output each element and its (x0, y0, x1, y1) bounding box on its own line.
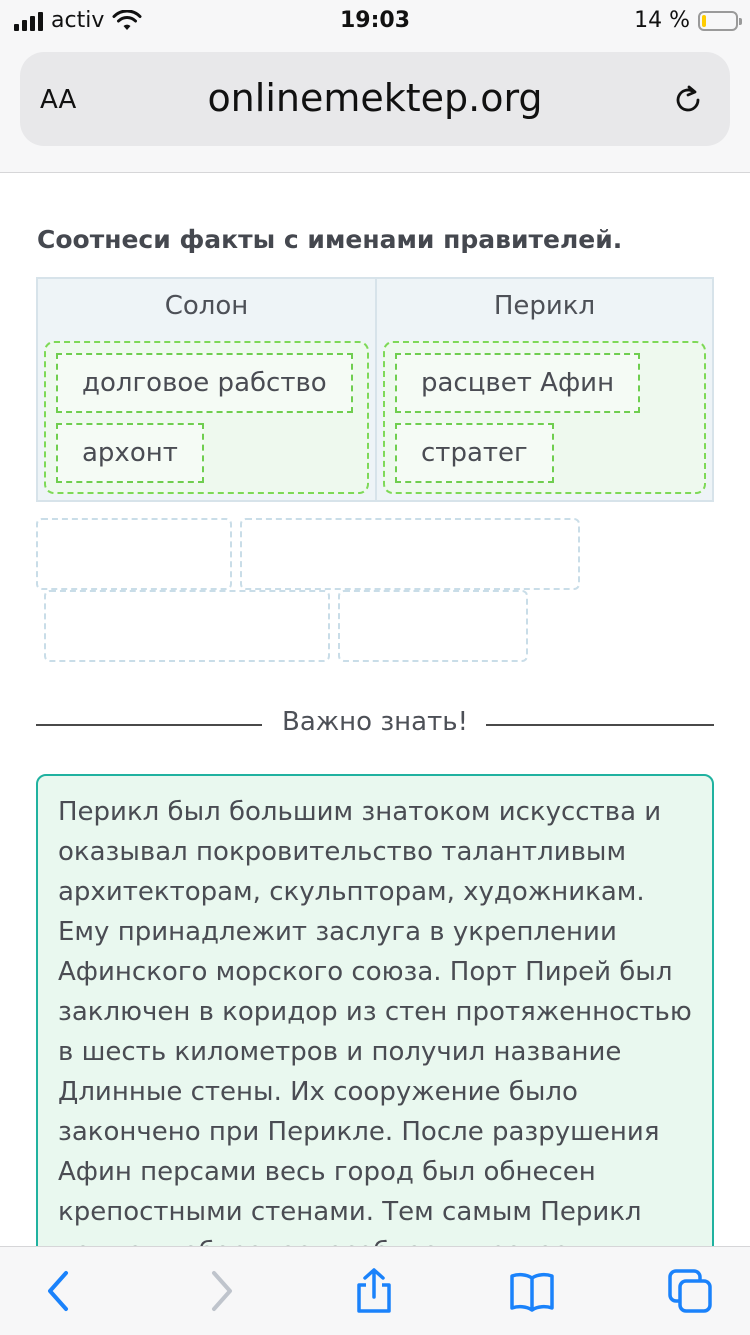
column-pericles: Перикл расцвет Афин стратег (375, 279, 712, 500)
signal-icon (14, 11, 43, 31)
wifi-icon (112, 9, 142, 30)
task-title: Соотнеси факты с именами правителей. (37, 225, 623, 254)
column-header: Солон (164, 291, 249, 321)
tabs-icon[interactable] (666, 1267, 714, 1315)
bookmarks-icon[interactable] (508, 1267, 556, 1315)
carrier-name: activ (51, 8, 105, 33)
reload-icon[interactable] (670, 82, 706, 118)
text-size-button[interactable]: AA (40, 82, 76, 115)
answer-chip[interactable]: архонт (56, 423, 204, 483)
answer-chip[interactable]: долговое рабство (56, 353, 353, 413)
info-box: Перикл был большим знатоком искусства и … (36, 774, 714, 1294)
browser-toolbar (0, 1246, 750, 1335)
text-size-label: AA (40, 85, 77, 115)
answer-chip[interactable]: расцвет Афин (395, 353, 641, 413)
status-left: activ (14, 8, 142, 33)
address-bar[interactable]: AA onlinemektep.org (20, 52, 730, 146)
battery-fill (702, 14, 706, 27)
battery-icon (698, 10, 742, 31)
important-label: Важно знать! (281, 707, 468, 737)
forward-icon[interactable] (196, 1267, 244, 1315)
drop-zone-pericles[interactable]: расцвет Афин стратег (383, 341, 706, 494)
empty-slot[interactable] (36, 518, 232, 590)
important-divider: Важно знать! (36, 705, 714, 745)
url-text[interactable]: onlinemektep.org (207, 76, 543, 120)
divider-line (36, 724, 262, 726)
status-bar: activ 19:03 14 % (0, 0, 750, 42)
match-table: Солон долговое рабство архонт Перикл рас… (36, 277, 714, 502)
answer-chip[interactable]: стратег (395, 423, 554, 483)
drop-zone-solon[interactable]: долговое рабство архонт (44, 341, 369, 494)
column-solon: Солон долговое рабство архонт (38, 279, 375, 500)
share-icon[interactable] (350, 1267, 398, 1315)
clock: 19:03 (339, 8, 411, 33)
divider-line (486, 724, 714, 726)
empty-slot[interactable] (338, 590, 528, 662)
back-icon[interactable] (36, 1267, 84, 1315)
info-text: Перикл был большим знатоком искусства и … (58, 797, 692, 1267)
browser-header: AA onlinemektep.org (0, 42, 750, 173)
empty-slot[interactable] (44, 590, 330, 662)
status-right: 14 % (634, 8, 742, 33)
column-header: Перикл (493, 291, 596, 321)
empty-slot[interactable] (240, 518, 580, 590)
battery-percent: 14 % (634, 8, 690, 33)
